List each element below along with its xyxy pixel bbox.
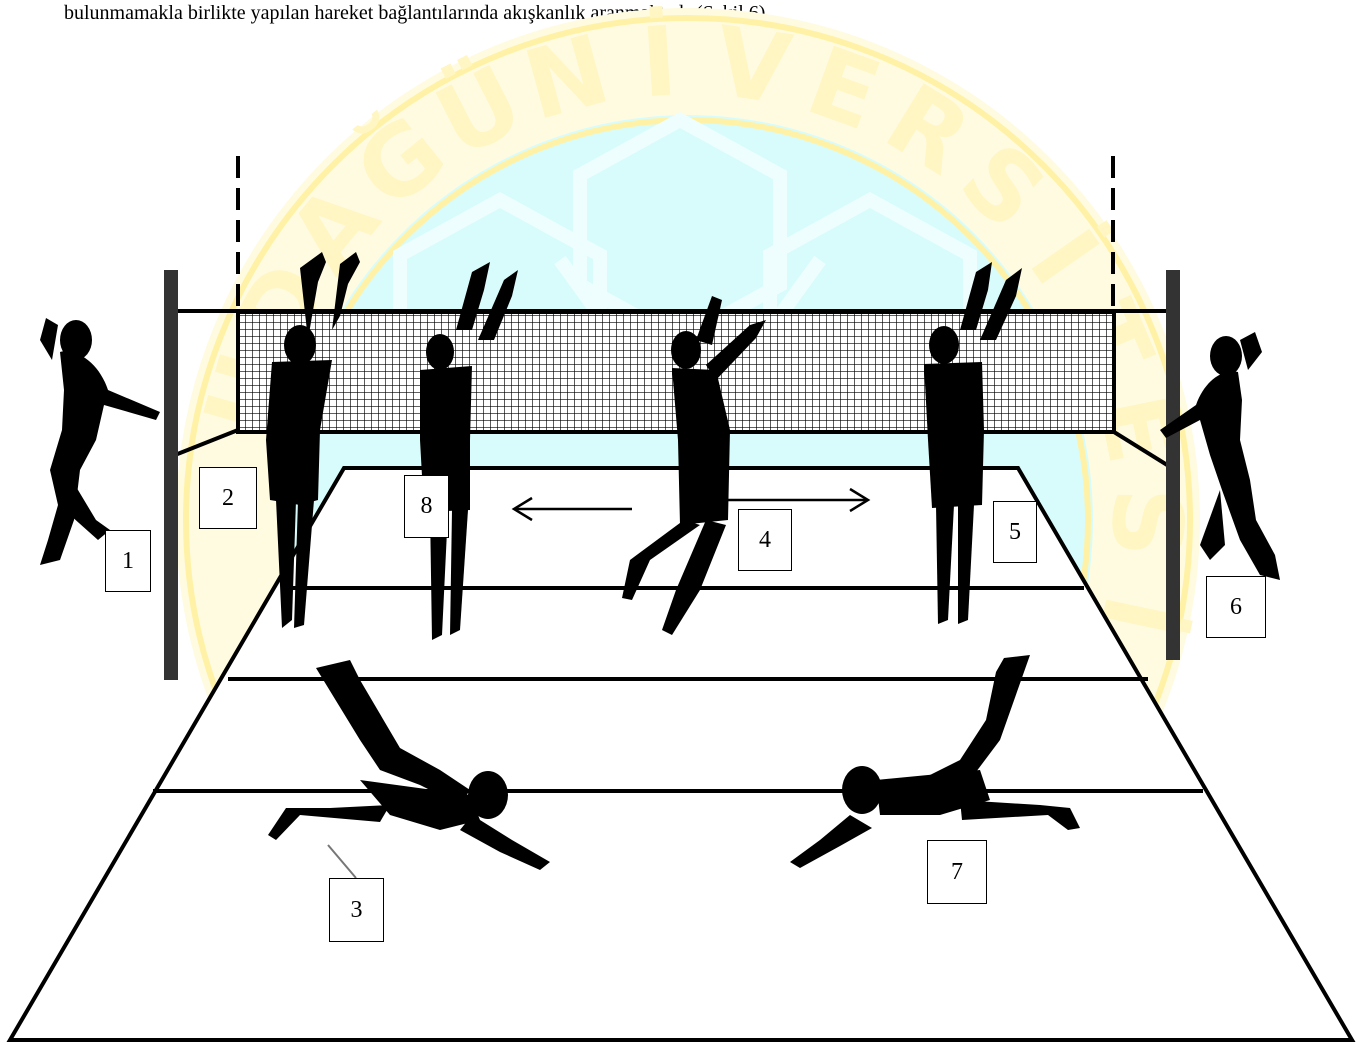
label-5: 5 (993, 501, 1037, 563)
label-2: 2 (199, 467, 257, 529)
watermark-letter: S (1090, 487, 1202, 557)
label-8: 8 (404, 475, 449, 538)
net-post-left (164, 270, 178, 680)
net-post-right (1166, 270, 1180, 660)
player-silhouette-spiker-left (40, 318, 160, 565)
label-3: 3 (329, 878, 384, 942)
label-4: 4 (738, 509, 792, 571)
watermark-letter: V (708, 5, 797, 126)
watermark-letter: İ (638, 4, 681, 119)
label-6: 6 (1206, 576, 1266, 638)
label-1: 1 (105, 530, 151, 592)
label-7: 7 (927, 840, 987, 904)
